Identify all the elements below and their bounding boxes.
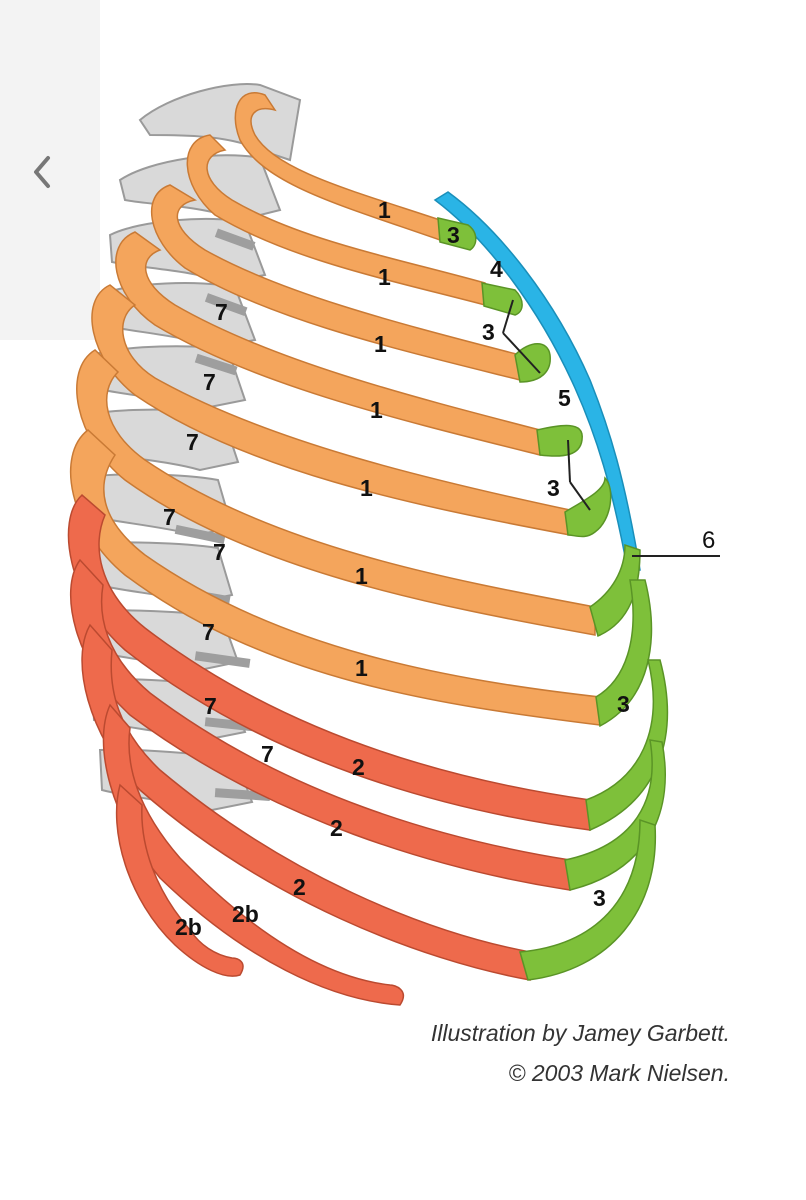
label-sternum-body: 5 (558, 385, 571, 411)
label-intercostal: 7 (202, 619, 215, 645)
label-intercostal: 7 (203, 369, 216, 395)
label-true-rib: 1 (360, 475, 373, 501)
illustration-credit: Illustration by Jamey Garbett. (430, 1020, 730, 1046)
label-true-rib: 1 (355, 563, 368, 589)
label-true-rib: 1 (378, 264, 391, 290)
label-false-rib: 2 (293, 874, 306, 900)
label-intercostal: 7 (215, 299, 228, 325)
back-button[interactable] (22, 150, 62, 194)
label-intercostal: 7 (163, 504, 176, 530)
label-manubrium: 4 (490, 256, 503, 282)
label-xiphoid: 6 (702, 527, 715, 554)
labels: 1 1 1 1 1 1 1 2 2 2 2b 2b 3 3 3 3 3 4 5 … (163, 197, 715, 940)
label-costal-cartilage: 3 (547, 475, 560, 501)
label-false-rib: 2 (352, 754, 365, 780)
label-floating-rib: 2b (175, 914, 202, 940)
chevron-left-icon (34, 156, 50, 188)
costal-cartilages (437, 217, 669, 981)
label-true-rib: 1 (378, 197, 391, 223)
label-intercostal: 7 (213, 539, 226, 565)
true-ribs (69, 92, 601, 726)
label-intercostal: 7 (204, 693, 217, 719)
label-intercostal: 7 (186, 429, 199, 455)
label-floating-rib: 2b (232, 901, 259, 927)
label-false-rib: 2 (330, 815, 343, 841)
label-costal-cartilage: 3 (617, 691, 630, 717)
cartilage-leader-lines (502, 299, 591, 511)
label-costal-cartilage: 3 (447, 222, 460, 248)
copyright-notice: © 2003 Mark Nielsen. (508, 1060, 731, 1086)
label-costal-cartilage: 3 (593, 885, 606, 911)
label-true-rib: 1 (355, 655, 368, 681)
label-intercostal: 7 (261, 741, 274, 767)
side-panel (0, 0, 100, 340)
label-true-rib: 1 (370, 397, 383, 423)
label-costal-cartilage: 3 (482, 319, 495, 345)
label-true-rib: 1 (374, 331, 387, 357)
sternum (433, 191, 641, 573)
